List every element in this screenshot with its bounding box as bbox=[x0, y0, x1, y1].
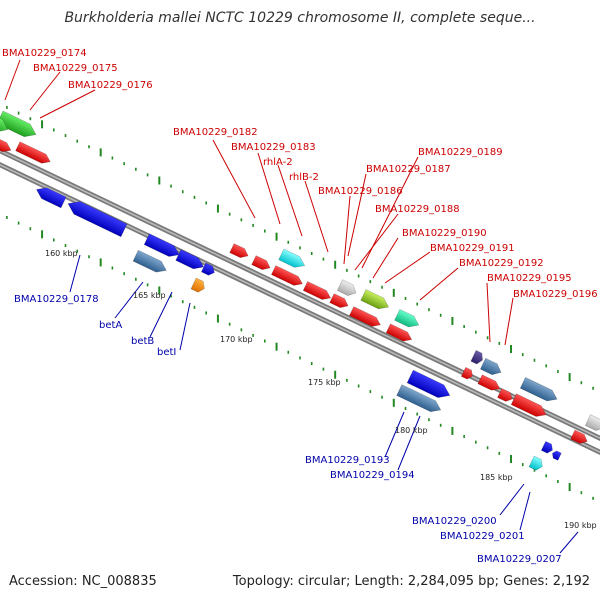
gene-label[interactable]: betA bbox=[99, 320, 122, 331]
gene-label[interactable]: BMA10229_0183 bbox=[231, 142, 316, 153]
gene-label[interactable]: BMA10229_0188 bbox=[375, 204, 460, 215]
tick-rows bbox=[6, 105, 594, 500]
gene-arrow[interactable] bbox=[385, 323, 414, 344]
gene-arrow[interactable] bbox=[34, 184, 67, 209]
gene-label[interactable]: BMA10229_0178 bbox=[14, 294, 99, 305]
gene-arrow[interactable] bbox=[470, 350, 485, 365]
ruler-label: 160 kbp bbox=[45, 249, 78, 258]
gene-arrow[interactable] bbox=[329, 293, 351, 311]
gene-arrow[interactable] bbox=[460, 366, 474, 380]
gene-label[interactable]: BMA10229_0201 bbox=[440, 531, 525, 542]
map-title: Burkholderia mallei NCTC 10229 chromosom… bbox=[64, 10, 536, 26]
gene-label[interactable]: BMA10229_0187 bbox=[366, 164, 451, 175]
lower-gene-labels: BMA10229_0178 betA betB betI BMA10229_01… bbox=[14, 294, 562, 565]
gene-label[interactable]: BMA10229_0176 bbox=[68, 80, 153, 91]
gene-features bbox=[0, 110, 600, 472]
gene-arrow[interactable] bbox=[477, 374, 502, 394]
gene-arrow[interactable] bbox=[143, 233, 182, 260]
gene-arrow[interactable] bbox=[396, 384, 444, 416]
gene-label[interactable]: BMA10229_0175 bbox=[33, 63, 118, 74]
gene-arrow[interactable] bbox=[132, 249, 169, 276]
gene-arrow[interactable] bbox=[540, 440, 554, 454]
gene-arrow[interactable] bbox=[251, 255, 273, 273]
gene-label[interactable]: BMA10229_0189 bbox=[418, 147, 503, 158]
upper-gene-labels: BMA10229_0174 BMA10229_0175 BMA10229_017… bbox=[2, 48, 598, 300]
gene-arrow[interactable] bbox=[519, 376, 559, 404]
gene-label[interactable]: BMA10229_0200 bbox=[412, 516, 497, 527]
gene-arrow[interactable] bbox=[551, 450, 562, 461]
gene-arrow[interactable] bbox=[278, 248, 308, 271]
gene-label[interactable]: betB bbox=[131, 336, 154, 347]
gene-label[interactable]: BMA10229_0196 bbox=[513, 289, 598, 300]
gene-arrow[interactable] bbox=[497, 388, 515, 403]
gene-arrow[interactable] bbox=[302, 281, 333, 302]
gene-label[interactable]: BMA10229_0174 bbox=[2, 48, 87, 59]
gene-arrow[interactable] bbox=[229, 243, 251, 261]
gene-label[interactable]: rhlA-2 bbox=[263, 157, 293, 168]
upper-leader-lines bbox=[4, 59, 514, 346]
gene-label[interactable]: BMA10229_0190 bbox=[402, 228, 487, 239]
gene-arrow[interactable] bbox=[570, 429, 590, 446]
gene-arrow[interactable] bbox=[65, 197, 128, 238]
gene-arrow[interactable] bbox=[190, 277, 207, 294]
gene-label[interactable]: BMA10229_0192 bbox=[459, 258, 544, 269]
gene-arrow[interactable] bbox=[0, 111, 11, 136]
gene-label[interactable]: BMA10229_0186 bbox=[318, 186, 403, 197]
ruler-label: 170 kbp bbox=[220, 335, 253, 344]
topology-summary: Topology: circular; Length: 2,284,095 bp… bbox=[232, 574, 590, 589]
gene-label[interactable]: BMA10229_0193 bbox=[305, 455, 390, 466]
gene-arrow[interactable] bbox=[15, 141, 53, 167]
gene-label[interactable]: BMA10229_0207 bbox=[477, 554, 562, 565]
gene-label[interactable]: rhlB-2 bbox=[289, 172, 319, 183]
gene-label[interactable]: BMA10229_0182 bbox=[173, 127, 258, 138]
accession-text: Accession: NC_008835 bbox=[9, 574, 157, 589]
gene-arrow[interactable] bbox=[510, 393, 549, 420]
lower-leader-lines bbox=[69, 254, 579, 554]
gene-arrow[interactable] bbox=[271, 265, 304, 289]
gene-arrow[interactable] bbox=[406, 369, 453, 402]
ruler-labels: 160 kbp 165 kbp 170 kbp 175 kbp 180 kbp … bbox=[45, 249, 597, 530]
gene-arrow[interactable] bbox=[479, 357, 503, 377]
gene-arrow[interactable] bbox=[528, 455, 545, 472]
gene-label[interactable]: BMA10229_0194 bbox=[330, 470, 415, 481]
ruler-label: 180 kbp bbox=[395, 426, 428, 435]
gene-arrow[interactable] bbox=[175, 249, 206, 273]
gene-label[interactable]: BMA10229_0195 bbox=[487, 273, 572, 284]
ruler-label: 185 kbp bbox=[480, 473, 513, 482]
gene-arrow[interactable] bbox=[0, 136, 13, 155]
gene-label[interactable]: BMA10229_0191 bbox=[430, 243, 515, 254]
gene-label[interactable]: betI bbox=[157, 347, 176, 358]
gene-arrow[interactable] bbox=[360, 289, 391, 313]
gene-arrow[interactable] bbox=[0, 110, 39, 141]
gene-arrow[interactable] bbox=[349, 306, 382, 330]
ruler-label: 190 kbp bbox=[564, 521, 597, 530]
ruler-label: 175 kbp bbox=[308, 378, 341, 387]
ruler-label: 165 kbp bbox=[133, 291, 166, 300]
gene-arrow[interactable] bbox=[336, 279, 358, 299]
gene-arrow[interactable] bbox=[201, 262, 216, 277]
gene-arrow[interactable] bbox=[394, 309, 422, 330]
